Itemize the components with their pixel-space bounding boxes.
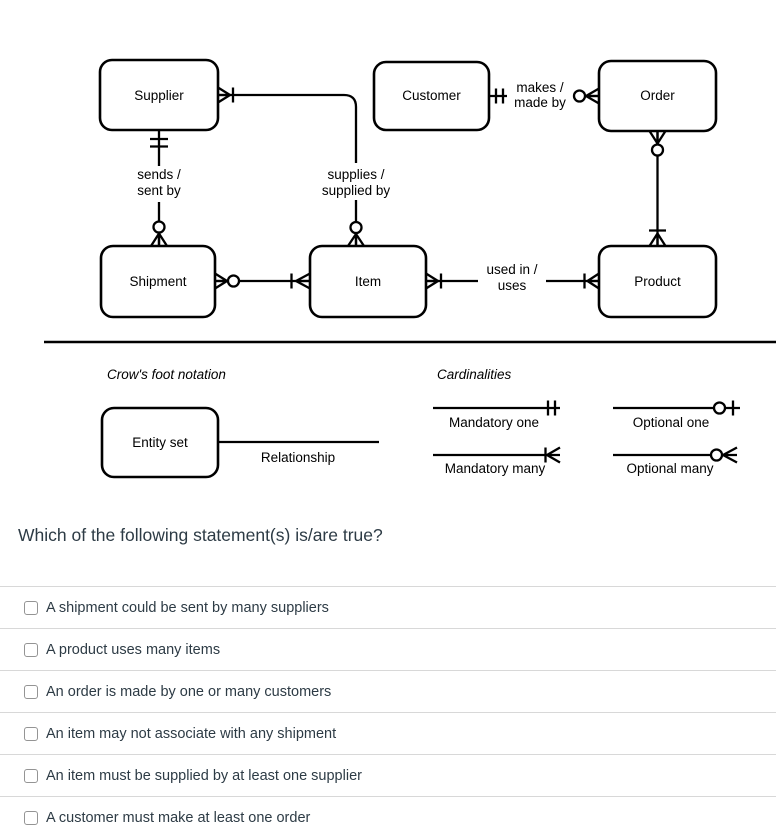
entity-set-label: Entity set	[132, 435, 188, 450]
er-diagram: supplies / supplied by sends / sent by m…	[44, 58, 776, 479]
mandatory-one-sample: Mandatory one	[433, 400, 560, 430]
relationship-supplies: supplies / supplied by	[217, 86, 395, 247]
option-label[interactable]: A shipment could be sent by many supplie…	[46, 599, 329, 616]
option-row[interactable]: A customer must make at least one order	[0, 796, 776, 838]
option-checkbox[interactable]	[24, 684, 38, 699]
cardinality-label: Mandatory one	[449, 415, 539, 430]
relationship-used-in: used in / uses	[425, 261, 600, 296]
entity-label: Customer	[402, 88, 461, 103]
option-checkbox[interactable]	[24, 768, 38, 783]
relationship-sample-label: Relationship	[261, 450, 335, 465]
relationship-order-product	[648, 130, 667, 247]
entity-customer: Customer	[372, 60, 491, 132]
cardinality-label: Optional many	[626, 461, 713, 476]
relationship-sends: sends / sent by	[127, 130, 191, 247]
entity-supplier: Supplier	[98, 58, 220, 132]
relationship-label: made by	[514, 95, 566, 110]
mandatory-many-symbol	[583, 272, 600, 290]
entity-product: Product	[597, 244, 718, 319]
mandatory-many-symbol	[648, 229, 667, 247]
relationship-makes: makes / made by	[489, 80, 600, 110]
optional-one-sample: Optional one	[613, 400, 740, 430]
mandatory-many-sample: Mandatory many	[433, 446, 561, 476]
entity-label: Product	[634, 274, 681, 289]
option-checkbox[interactable]	[24, 726, 38, 741]
relationship-label: sent by	[137, 183, 181, 198]
relationship-label: uses	[498, 278, 527, 293]
option-row[interactable]: An order is made by one or many customer…	[0, 670, 776, 712]
relationship-label: sends /	[137, 167, 181, 182]
relationship-label: supplied by	[322, 183, 391, 198]
legend-notation: Crow's foot notation Entity set Relation…	[100, 367, 379, 479]
option-row[interactable]: A product uses many items	[0, 628, 776, 670]
relationship-label: used in /	[486, 262, 537, 277]
entity-order: Order	[597, 59, 718, 133]
options-list: A shipment could be sent by many supplie…	[0, 586, 776, 838]
legend-notation-title: Crow's foot notation	[107, 367, 226, 382]
optional-many-symbol	[349, 220, 363, 235]
relationship-label: makes /	[516, 80, 564, 95]
relationship-shipment-item	[214, 272, 311, 290]
option-label[interactable]: An item must be supplied by at least one…	[46, 767, 362, 784]
mandatory-many-symbol	[425, 272, 443, 290]
option-checkbox[interactable]	[24, 600, 38, 615]
option-checkbox[interactable]	[24, 642, 38, 657]
relationship-line	[218, 93, 358, 246]
option-row[interactable]: An item may not associate with any shipm…	[0, 712, 776, 754]
mandatory-one-symbol	[494, 88, 505, 104]
entity-label: Item	[355, 274, 381, 289]
legend-cardinalities-title: Cardinalities	[437, 367, 512, 382]
entity-label: Supplier	[134, 88, 184, 103]
option-row[interactable]: An item must be supplied by at least one…	[0, 754, 776, 796]
option-row[interactable]: A shipment could be sent by many supplie…	[0, 586, 776, 628]
entity-item: Item	[308, 244, 428, 319]
option-label[interactable]: An item may not associate with any shipm…	[46, 725, 337, 742]
option-label[interactable]: A product uses many items	[46, 641, 221, 658]
legend-cardinalities: Cardinalities Mandatory one Optional one…	[433, 367, 740, 476]
entity-label: Shipment	[129, 274, 186, 289]
mandatory-many-symbol	[290, 272, 311, 290]
mandatory-many-symbol	[217, 86, 235, 104]
cardinality-label: Optional one	[633, 415, 710, 430]
option-label[interactable]: An order is made by one or many customer…	[46, 683, 332, 700]
optional-many-symbol	[152, 220, 166, 234]
question-text: Which of the following statement(s) is/a…	[18, 525, 383, 545]
entity-label: Order	[640, 88, 675, 103]
option-label[interactable]: A customer must make at least one order	[46, 809, 311, 826]
relationship-label: supplies /	[327, 167, 384, 182]
optional-many-symbol	[648, 130, 667, 145]
entity-shipment: Shipment	[99, 244, 217, 319]
optional-many-symbol	[572, 89, 587, 103]
optional-many-symbol	[214, 272, 228, 290]
option-checkbox[interactable]	[24, 810, 38, 825]
mandatory-one-symbol	[150, 137, 168, 148]
optional-many-sample: Optional many	[613, 446, 738, 476]
cardinality-label: Mandatory many	[445, 461, 546, 476]
